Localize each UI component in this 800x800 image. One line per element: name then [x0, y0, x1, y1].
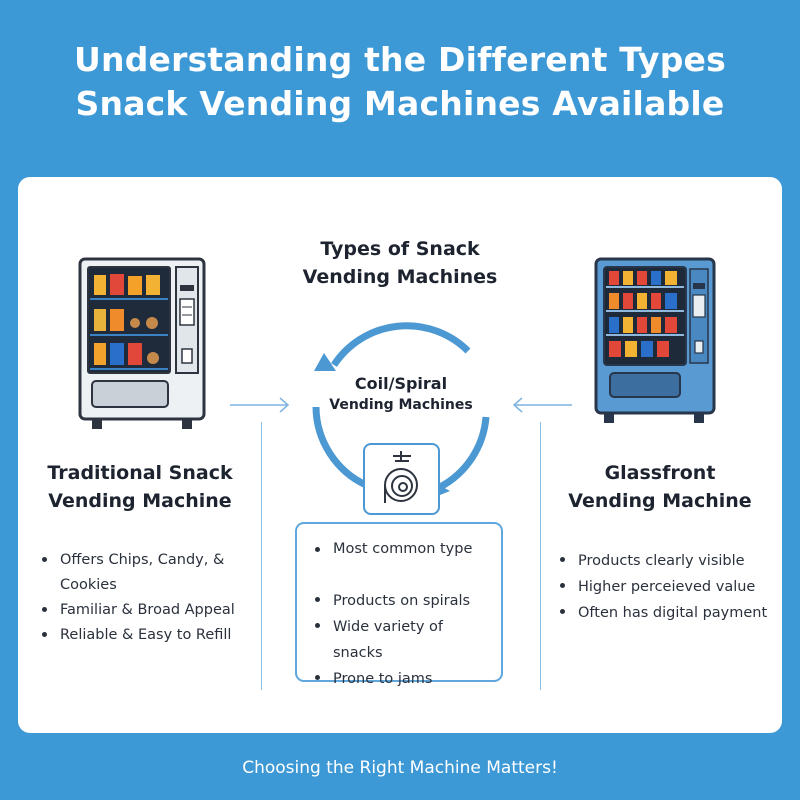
right-bullet-list: Products clearly visible Higher perceiev… [558, 548, 778, 626]
left-heading: Traditional Snack Vending Machine [26, 459, 254, 515]
list-item: Familiar & Broad Appeal [40, 598, 254, 623]
list-item: Products clearly visible [558, 548, 778, 574]
list-item: Wide variety of snacks [313, 614, 493, 666]
content-card: Types of Snack Vending Machines Coil/Spi… [18, 177, 782, 733]
right-arrow [512, 397, 572, 413]
center-heading: Types of Snack Vending Machines [282, 235, 518, 291]
list-item: Products on spirals [313, 588, 493, 614]
left-divider [261, 422, 262, 690]
cycle-label-line-1: Coil/Spiral [354, 374, 448, 393]
list-item: Most common type [313, 538, 493, 560]
page-title-line-1: Understanding the Different Types [74, 40, 726, 79]
page-title: Understanding the Different Types Snack … [0, 38, 800, 126]
right-heading-line-2: Vending Machine [568, 490, 752, 512]
center-bullet-list: Most common type Products on spirals Wid… [313, 538, 493, 692]
footer-text: Choosing the Right Machine Matters! [242, 758, 558, 778]
list-item: Higher perceieved value [558, 574, 778, 600]
list-item: Offers Chips, Candy, & [40, 548, 254, 573]
right-heading: Glassfront Vending Machine [548, 459, 772, 515]
left-heading-line-2: Vending Machine [48, 490, 232, 512]
right-heading-line-1: Glassfront [604, 462, 716, 484]
center-heading-line-2: Vending Machines [302, 266, 498, 288]
list-item: Prone to jams [313, 666, 493, 692]
page-title-line-2: Snack Vending Machines Available [75, 84, 725, 123]
list-item: Reliable & Easy to Refill [40, 623, 254, 648]
list-item-continuation: Cookies [60, 577, 117, 593]
coil-spiral-icon [384, 451, 418, 503]
cycle-label-line-2: Vending Machines [329, 397, 473, 413]
coil-icon-box [363, 443, 440, 515]
glassfront-vending-machine-icon [594, 257, 716, 423]
left-arrow [230, 397, 290, 413]
list-item: Often has digital payment [558, 600, 778, 626]
cycle-label: Coil/Spiral Vending Machines [318, 373, 484, 415]
left-bullet-list: Offers Chips, Candy, & Cookies Familiar … [40, 548, 254, 648]
center-bullet-box: Most common type Products on spirals Wid… [295, 522, 503, 687]
center-heading-line-1: Types of Snack [320, 238, 480, 260]
left-heading-line-1: Traditional Snack [47, 462, 233, 484]
right-divider [540, 422, 541, 690]
traditional-vending-machine-icon [78, 257, 206, 429]
